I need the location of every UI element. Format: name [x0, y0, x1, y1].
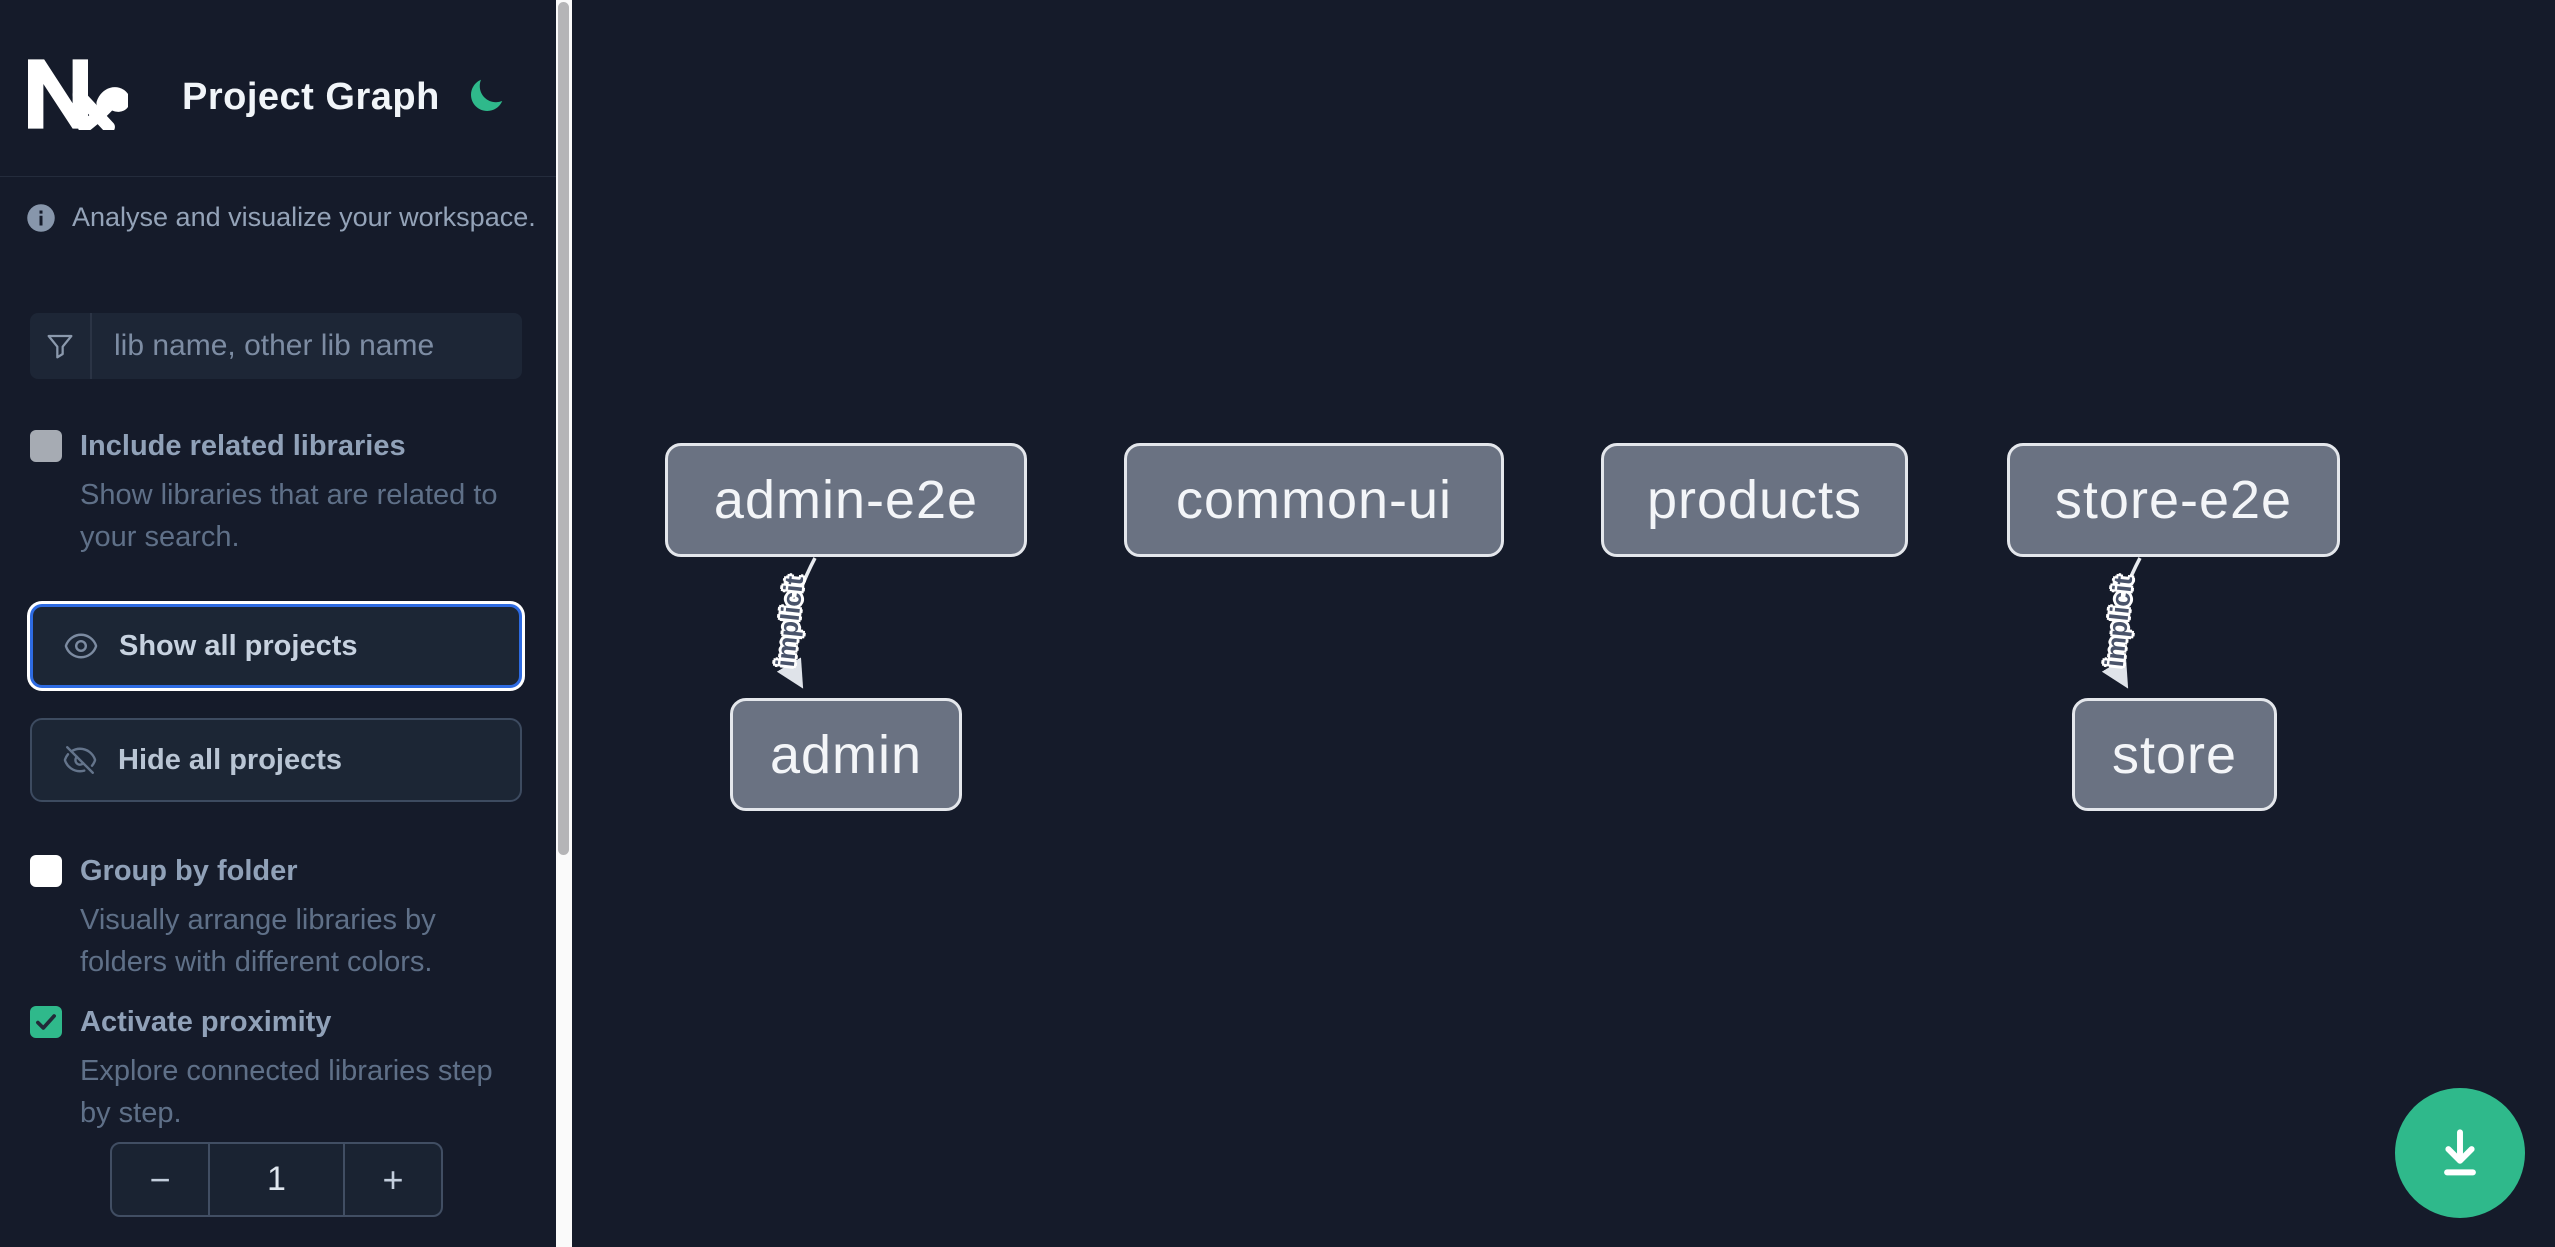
eye-slash-icon — [63, 746, 97, 774]
group-by-folder-label: Group by folder — [80, 855, 298, 887]
download-icon — [2444, 1129, 2476, 1176]
page-title: Project Graph — [182, 76, 440, 118]
include-related-description: Show libraries that are related to your … — [80, 479, 498, 553]
node-store[interactable]: store — [2072, 698, 2277, 811]
moon-icon[interactable] — [466, 76, 506, 116]
proximity-stepper: − 1 + — [110, 1142, 443, 1217]
funnel-icon — [47, 334, 73, 359]
filter-input[interactable] — [92, 313, 522, 379]
include-related-label: Include related libraries — [80, 430, 406, 462]
node-products[interactable]: products — [1601, 443, 1908, 557]
header-divider — [0, 176, 556, 177]
eye-icon — [64, 633, 98, 659]
activate-proximity-checkbox[interactable] — [30, 1006, 62, 1038]
check-icon — [36, 1014, 56, 1030]
node-common-ui[interactable]: common-ui — [1124, 443, 1504, 557]
show-all-projects-button[interactable]: Show all projects — [30, 604, 522, 688]
hide-all-projects-label: Hide all projects — [118, 743, 343, 776]
proximity-decrement-button[interactable]: − — [112, 1144, 208, 1215]
node-store-e2e[interactable]: store-e2e — [2007, 443, 2340, 557]
hide-all-projects-button[interactable]: Hide all projects — [30, 718, 522, 802]
info-text: Analyse and visualize your workspace. — [72, 202, 536, 232]
sidebar: Project Graph Analyse and visualize your… — [0, 0, 556, 1247]
nx-logo — [28, 59, 128, 130]
info-icon — [27, 203, 55, 232]
workspace-info: Analyse and visualize your workspace. — [26, 202, 536, 233]
activate-proximity-label: Activate proximity — [80, 1006, 332, 1038]
graph-canvas[interactable] — [572, 0, 2555, 1247]
filter-box — [30, 313, 522, 379]
filter-icon-cell — [30, 313, 92, 379]
include-related-checkbox[interactable] — [30, 430, 62, 462]
proximity-value: 1 — [208, 1144, 345, 1215]
sidebar-scrollbar-thumb[interactable] — [558, 2, 569, 855]
group-by-folder-description: Visually arrange libraries by folders wi… — [80, 904, 436, 978]
node-admin[interactable]: admin — [730, 698, 962, 811]
node-admin-e2e[interactable]: admin-e2e — [665, 443, 1027, 557]
download-image-button[interactable] — [2395, 1088, 2525, 1218]
sidebar-scrollbar-track[interactable] — [556, 0, 572, 1247]
proximity-increment-button[interactable]: + — [345, 1144, 441, 1215]
activate-proximity-description: Explore connected libraries step by step… — [80, 1055, 493, 1129]
group-by-folder-checkbox[interactable] — [30, 855, 62, 887]
show-all-projects-label: Show all projects — [119, 629, 358, 662]
